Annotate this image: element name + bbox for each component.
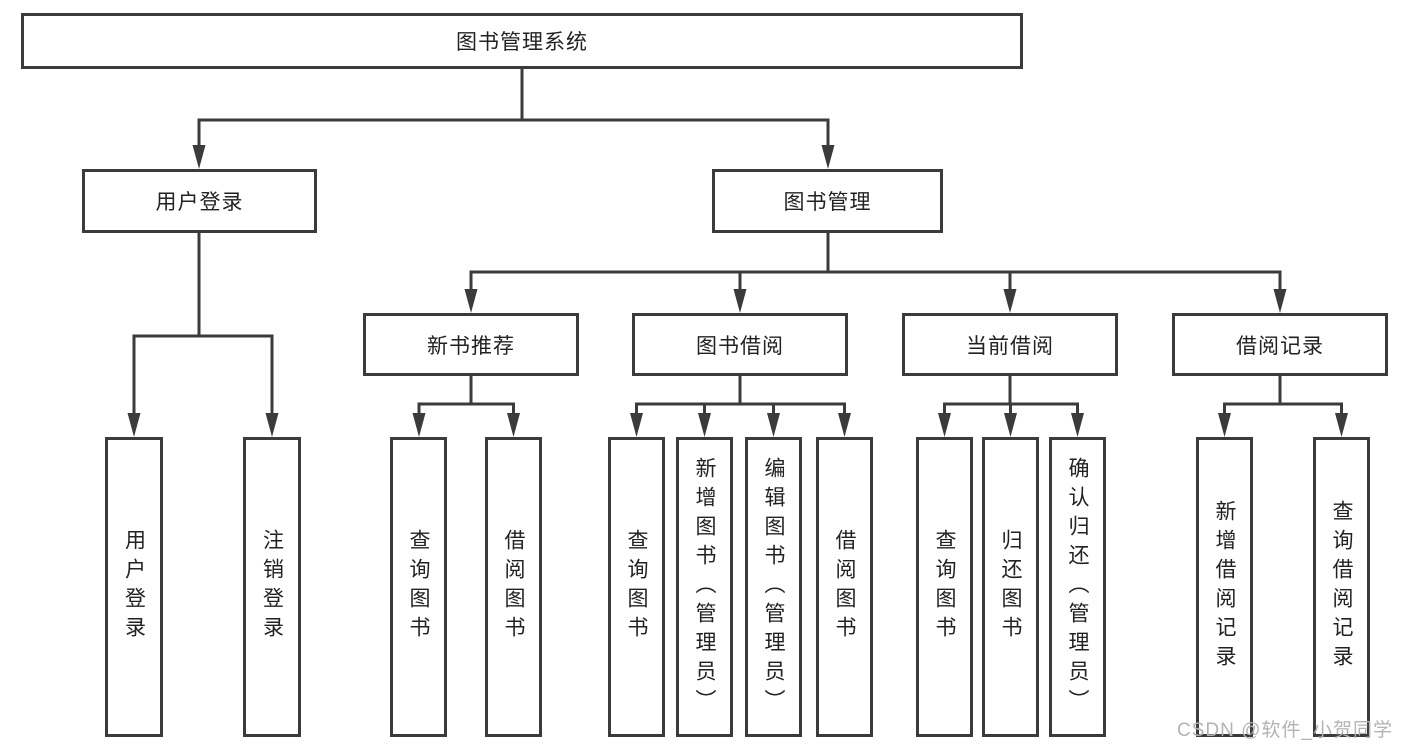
node-label: 新增借阅记录 — [1213, 500, 1236, 674]
node-label: 新书推荐 — [427, 334, 515, 358]
node-label: 借阅记录 — [1236, 334, 1324, 358]
node-label: 确认归还（管理员） — [1066, 456, 1089, 718]
node-logout: 注销登录 — [243, 437, 301, 737]
node-new-book-recommendation: 新书推荐 — [363, 313, 579, 376]
node-return-books: 归还图书 — [982, 437, 1039, 737]
node-user-login-action: 用户登录 — [105, 437, 163, 737]
node-borrow-books-recommend: 借阅图书 — [485, 437, 542, 737]
node-book-management: 图书管理 — [712, 169, 943, 233]
node-label: 图书借阅 — [696, 334, 784, 358]
node-library-management-system: 图书管理系统 — [21, 13, 1023, 69]
node-borrowing-records: 借阅记录 — [1172, 313, 1388, 376]
node-label: 当前借阅 — [966, 334, 1054, 358]
node-borrow-books: 借阅图书 — [816, 437, 873, 737]
node-label: 查询借阅记录 — [1330, 500, 1353, 674]
node-label: 归还图书 — [999, 529, 1022, 645]
node-label: 新增图书（管理员） — [693, 456, 716, 718]
node-label: 编辑图书（管理员） — [762, 456, 785, 718]
node-query-books-current: 查询图书 — [916, 437, 973, 737]
node-label: 注销登录 — [260, 529, 284, 645]
node-user-login: 用户登录 — [82, 169, 317, 233]
node-edit-books-admin: 编辑图书（管理员） — [745, 437, 802, 737]
node-confirm-return-admin: 确认归还（管理员） — [1049, 437, 1106, 737]
node-label: 借阅图书 — [502, 529, 525, 645]
node-label: 查询图书 — [933, 529, 956, 645]
node-add-borrow-record: 新增借阅记录 — [1196, 437, 1253, 737]
node-book-borrowing: 图书借阅 — [632, 313, 848, 376]
node-label: 查询图书 — [407, 529, 430, 645]
node-current-borrowing: 当前借阅 — [902, 313, 1118, 376]
watermark: CSDN @软件_小贺同学 — [1177, 720, 1393, 741]
node-label: 借阅图书 — [833, 529, 856, 645]
node-label: 图书管理系统 — [456, 31, 588, 54]
node-query-books-borrowing: 查询图书 — [608, 437, 665, 737]
node-add-books-admin: 新增图书（管理员） — [676, 437, 733, 737]
node-label: 图书管理 — [783, 191, 872, 214]
node-query-borrow-record: 查询借阅记录 — [1313, 437, 1370, 737]
node-label: 用户登录 — [155, 191, 244, 214]
node-label: 查询图书 — [625, 529, 648, 645]
node-query-books-recommend: 查询图书 — [390, 437, 447, 737]
node-label: 用户登录 — [122, 529, 146, 645]
